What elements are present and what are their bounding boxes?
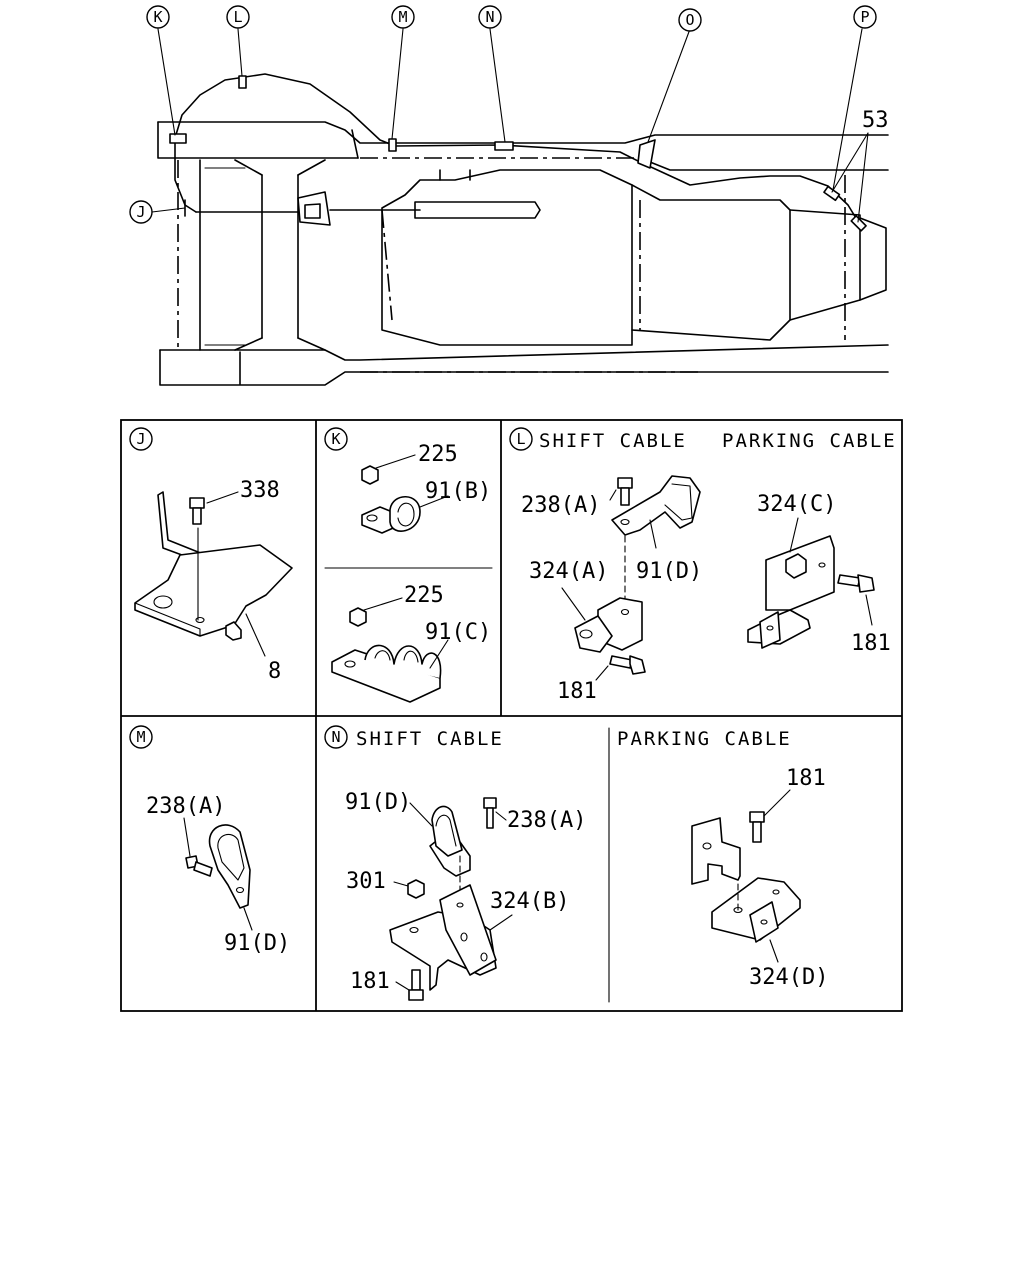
label-181-shift: 181 [557, 679, 597, 704]
svg-text:L: L [516, 430, 525, 448]
panel-N: N SHIFT CABLE PARKING CABLE 91(D) 238(A)… [324, 725, 828, 1001]
callout-M: M [391, 5, 415, 29]
label-225-top: 225 [418, 442, 458, 467]
label-8: 8 [268, 659, 281, 684]
label-53: 53 [862, 108, 889, 133]
heading-parking-cable: PARKING CABLE [617, 728, 792, 750]
svg-text:N: N [331, 728, 340, 746]
label-91D: 91(D) [224, 931, 290, 956]
svg-text:M: M [136, 728, 145, 746]
label-324D: 324(D) [749, 965, 828, 990]
panel-M: M 238(A) 91(D) [129, 725, 290, 956]
svg-text:P: P [860, 8, 869, 26]
label-181-parking: 181 [851, 631, 891, 656]
heading-parking-cable: PARKING CABLE [722, 430, 897, 452]
svg-text:N: N [485, 8, 494, 26]
callout-O: O [678, 8, 702, 32]
svg-text:J: J [136, 203, 145, 221]
label-91D: 91(D) [636, 559, 702, 584]
label-324C: 324(C) [757, 492, 836, 517]
svg-text:M: M [398, 8, 407, 26]
label-91C: 91(C) [425, 620, 491, 645]
label-238A: 238(A) [146, 794, 225, 819]
svg-text:K: K [153, 8, 162, 26]
label-91B: 91(B) [425, 479, 491, 504]
svg-text:J: J [136, 430, 145, 448]
label-238A: 238(A) [521, 493, 600, 518]
panel-J: J 338 8 [129, 427, 293, 684]
label-301: 301 [346, 869, 386, 894]
heading-shift-cable: SHIFT CABLE [356, 728, 504, 750]
panel-L: L SHIFT CABLE PARKING CABLE 238(A) 324(A… [509, 427, 897, 704]
panel-K: K 225 91(B) 225 91(C) [324, 427, 491, 703]
callout-L: L [226, 5, 250, 29]
svg-text:O: O [685, 11, 694, 29]
callout-P: P [853, 5, 877, 29]
label-324B: 324(B) [490, 889, 569, 914]
callout-K: K [146, 5, 170, 29]
chassis-overview [151, 28, 889, 386]
heading-shift-cable: SHIFT CABLE [539, 430, 687, 452]
callout-N: N [478, 5, 502, 29]
svg-text:K: K [331, 430, 340, 448]
label-324A: 324(A) [529, 559, 608, 584]
panel-grid [120, 419, 903, 1012]
label-338: 338 [240, 478, 280, 503]
label-181-shift: 181 [350, 969, 390, 994]
callout-J: J [129, 200, 153, 224]
label-181-parking: 181 [786, 766, 826, 791]
label-91D: 91(D) [345, 790, 411, 815]
svg-text:L: L [233, 8, 242, 26]
label-225-bottom: 225 [404, 583, 444, 608]
label-238A: 238(A) [507, 808, 586, 833]
